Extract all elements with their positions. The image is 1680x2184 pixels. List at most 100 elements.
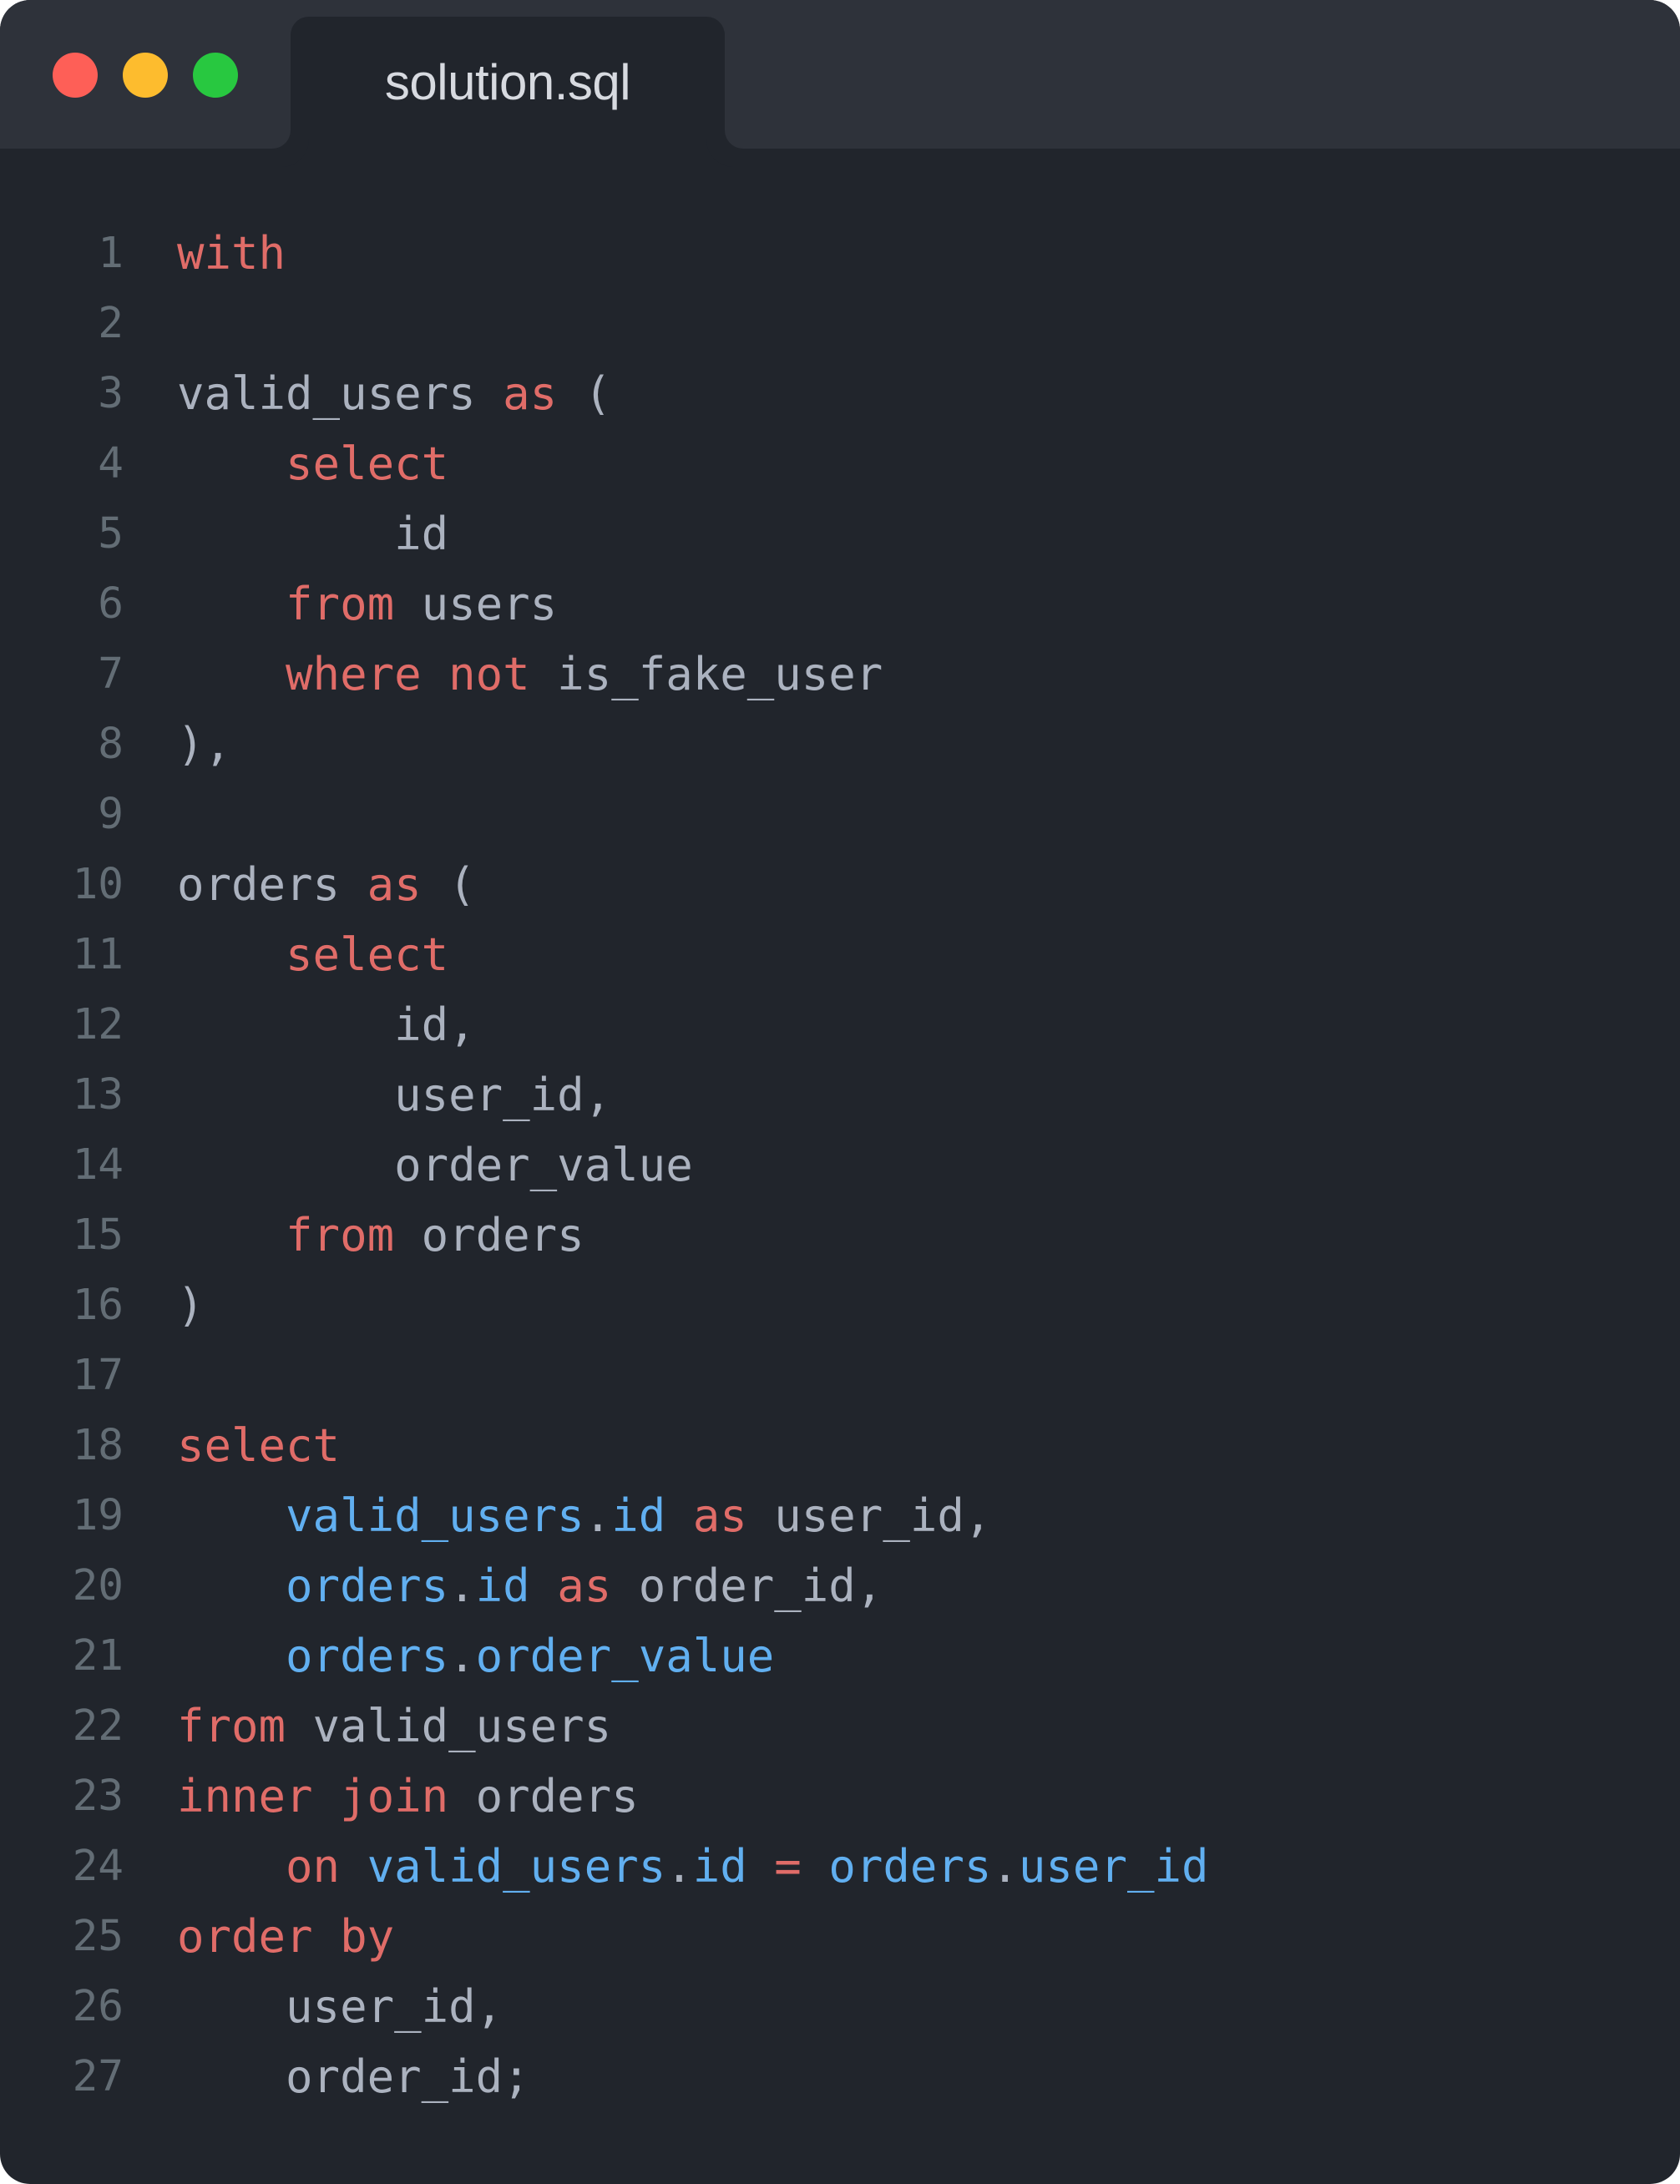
sql-text: )	[177, 1279, 205, 1332]
line-number: 19	[72, 1491, 124, 1540]
line-number: 21	[72, 1631, 124, 1681]
line-number: 27	[72, 2052, 124, 2101]
code-line: 18 select	[0, 1411, 1680, 1481]
line-source: from valid_users	[177, 1691, 611, 1762]
code-line: 6 from users	[0, 569, 1680, 640]
line-number: 12	[72, 1000, 124, 1049]
sql-text: orders	[394, 1209, 584, 1261]
line-source: from users	[177, 569, 557, 640]
sql-text: .	[991, 1840, 1019, 1893]
code-line: 26 user_id,	[0, 1972, 1680, 2042]
code-line: 20 orders.id as order_id,	[0, 1551, 1680, 1621]
sql-keyword: from	[177, 1700, 286, 1752]
sql-text	[313, 1910, 341, 1963]
sql-text: orders	[177, 858, 367, 911]
line-number: 8	[98, 720, 124, 769]
sql-keyword: select	[177, 1419, 341, 1472]
line-source: id,	[177, 990, 476, 1060]
sql-text: .	[584, 1489, 612, 1542]
sql-keyword: join	[340, 1770, 449, 1823]
sql-identifier: valid_users	[286, 1489, 584, 1542]
sql-text	[530, 1560, 558, 1612]
code-line: 16)	[0, 1271, 1680, 1341]
sql-text	[177, 1630, 286, 1682]
code-line: 17	[0, 1341, 1680, 1411]
line-source: with	[177, 219, 286, 289]
line-number: 11	[72, 930, 124, 979]
code-line: 12 id,	[0, 990, 1680, 1060]
sql-identifier: order_value	[475, 1630, 775, 1682]
line-number: 6	[98, 579, 124, 629]
sql-text: is_fake_user	[529, 648, 883, 700]
sql-text: id,	[177, 998, 476, 1051]
sql-text	[177, 1209, 286, 1261]
sql-text: orders	[448, 1770, 639, 1823]
line-source: valid_users.id as user_id,	[177, 1481, 991, 1551]
sql-text	[177, 1840, 286, 1893]
sql-text: valid_users	[286, 1700, 612, 1752]
line-number: 5	[98, 509, 124, 559]
line-source: from orders	[177, 1201, 584, 1271]
sql-text	[665, 1489, 693, 1542]
line-source: valid_users as (	[177, 359, 611, 429]
sql-text	[802, 1840, 829, 1893]
line-number: 26	[72, 1982, 124, 2031]
line-source: select	[177, 920, 448, 990]
sql-keyword: order	[177, 1910, 313, 1963]
line-number: 15	[72, 1211, 124, 1260]
sql-text: .	[448, 1560, 476, 1612]
line-source: select	[177, 1411, 340, 1481]
tab-solution-sql[interactable]: solution.sql	[291, 17, 725, 149]
line-number: 25	[72, 1912, 124, 1961]
line-source: inner join orders	[177, 1762, 639, 1832]
sql-text	[422, 648, 449, 700]
sql-keyword: by	[340, 1910, 395, 1963]
code-line: 11 select	[0, 920, 1680, 990]
sql-text: order_value	[177, 1139, 693, 1191]
line-number: 22	[72, 1701, 124, 1751]
sql-identifier: id	[475, 1560, 530, 1612]
line-number: 18	[72, 1421, 124, 1470]
sql-keyword: from	[286, 578, 395, 630]
line-source: on valid_users.id = orders.user_id	[177, 1832, 1208, 1902]
sql-text	[340, 1840, 367, 1893]
code-line: 15 from orders	[0, 1201, 1680, 1271]
line-source: where not is_fake_user	[177, 640, 883, 710]
sql-identifier: id	[611, 1489, 666, 1542]
zoom-window-button[interactable]	[193, 53, 238, 98]
code-line: 27 order_id;	[0, 2042, 1680, 2112]
tab-label: solution.sql	[384, 54, 631, 110]
code-line: 3 valid_users as (	[0, 359, 1680, 429]
sql-text: user_id,	[746, 1489, 992, 1542]
code-line: 2	[0, 289, 1680, 359]
code-line: 24 on valid_users.id = orders.user_id	[0, 1832, 1680, 1902]
minimize-window-button[interactable]	[123, 53, 168, 98]
sql-text	[747, 1840, 775, 1893]
sql-keyword: as	[557, 1560, 612, 1612]
line-number: 2	[98, 299, 124, 348]
line-source: orders as (	[177, 850, 476, 920]
sql-text: user_id,	[177, 1980, 503, 2033]
code-line: 14 order_value	[0, 1130, 1680, 1201]
line-number: 7	[98, 650, 124, 699]
line-source: user_id,	[177, 1060, 611, 1130]
sql-identifier: valid_users	[367, 1840, 666, 1893]
sql-keyword: as	[503, 367, 558, 420]
line-number: 17	[72, 1351, 124, 1400]
sql-identifier: orders	[286, 1630, 449, 1682]
line-number: 24	[72, 1842, 124, 1891]
sql-identifier: user_id	[1018, 1840, 1209, 1893]
line-source: )	[177, 1271, 205, 1341]
sql-keyword: where	[286, 648, 422, 700]
sql-text: users	[394, 578, 558, 630]
close-window-button[interactable]	[53, 53, 98, 98]
line-source: orders.id as order_id,	[177, 1551, 883, 1621]
line-number: 3	[98, 369, 124, 418]
sql-text: .	[448, 1630, 476, 1682]
code-line: 19 valid_users.id as user_id,	[0, 1481, 1680, 1551]
code-line: 9	[0, 780, 1680, 850]
